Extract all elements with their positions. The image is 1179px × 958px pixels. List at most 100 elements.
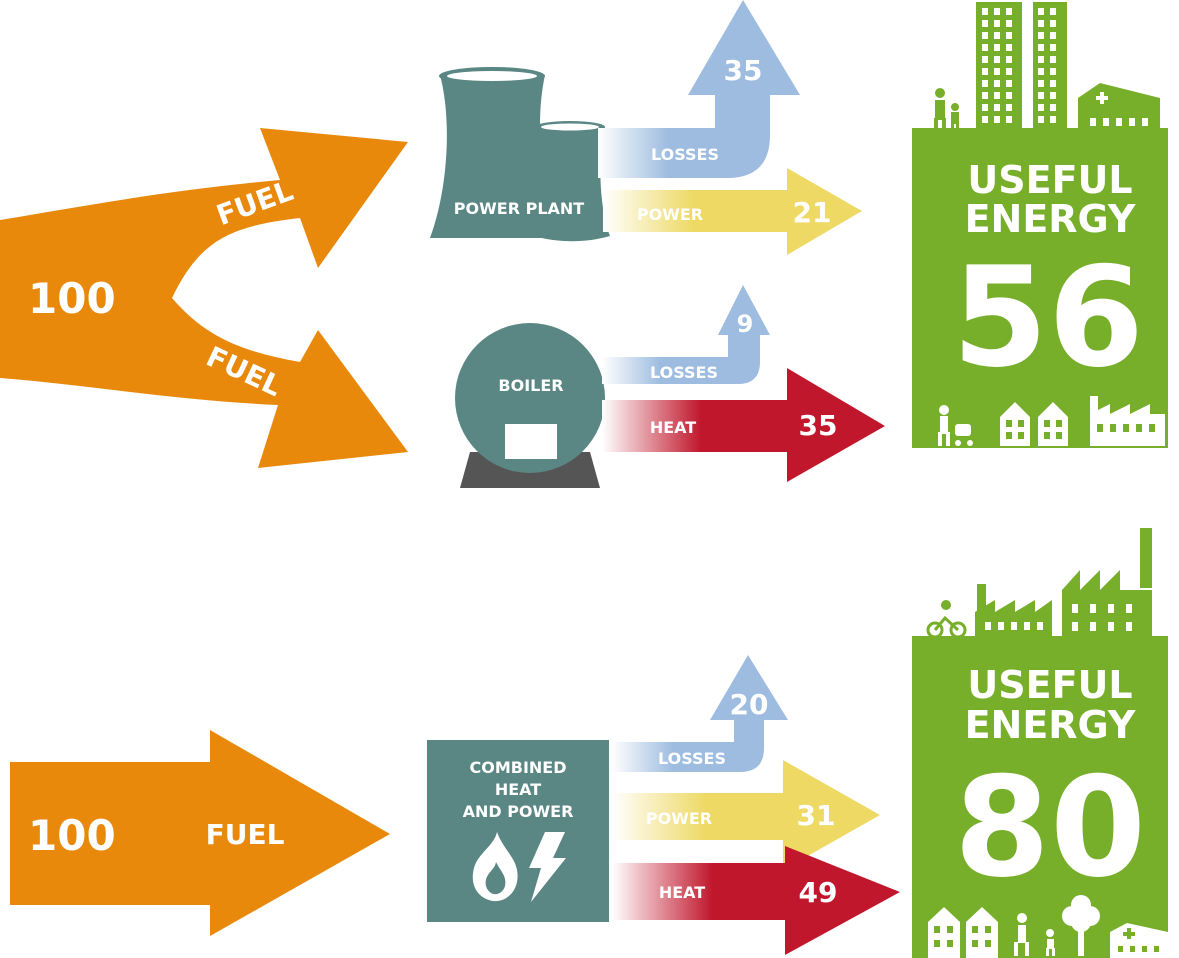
cyclist-icon <box>926 615 967 639</box>
bottom-fuel-arrow <box>10 730 390 936</box>
tower-window <box>982 104 988 111</box>
tower-window <box>994 92 1000 99</box>
tower-window <box>994 44 1000 51</box>
tower-window <box>982 80 988 87</box>
boiler-heat-value: 35 <box>799 409 838 442</box>
tower-window <box>1038 20 1044 27</box>
tower-window <box>1050 104 1056 111</box>
house-windows <box>1006 420 1062 439</box>
tower-window <box>994 68 1000 75</box>
tower-window <box>1006 68 1012 75</box>
tower-window <box>1038 56 1044 63</box>
boiler-losses-value: 9 <box>737 310 754 338</box>
lightning-icon <box>529 832 566 902</box>
top-useful-energy-panel <box>912 128 1168 448</box>
tower-window <box>1038 68 1044 75</box>
top-useful-value: 56 <box>952 237 1144 398</box>
tower-window <box>1050 92 1056 99</box>
tower-window <box>1038 80 1044 87</box>
bottom-useful-line2: ENERGY <box>965 703 1136 747</box>
boiler-heat-arrow <box>602 368 885 482</box>
tower-window <box>994 80 1000 87</box>
bottom-useful-value: 80 <box>954 747 1146 908</box>
tower-window <box>994 104 1000 111</box>
tower-window <box>1050 44 1056 51</box>
tower-window <box>982 116 988 123</box>
tower-window <box>994 56 1000 63</box>
tower-window <box>1006 104 1012 111</box>
tower-window <box>982 20 988 27</box>
tower-window <box>994 32 1000 39</box>
bottom-useful-energy-panel <box>912 636 1168 958</box>
cooling-towers-icon <box>430 67 610 242</box>
tower-window <box>1050 68 1056 75</box>
tower-window <box>1006 80 1012 87</box>
chp-losses-arrow <box>612 655 788 772</box>
fuel-fork-arrow <box>0 128 408 468</box>
tower-window <box>994 20 1000 27</box>
tower-window <box>1038 44 1044 51</box>
tower-window <box>982 56 988 63</box>
tower-window <box>1006 8 1012 15</box>
bottom-fuel-label: FUEL <box>206 818 285 851</box>
chp-heat-label: HEAT <box>659 883 705 902</box>
power-plant-losses-label: LOSSES <box>651 145 719 164</box>
tower-window <box>982 92 988 99</box>
tower-window <box>1006 20 1012 27</box>
tower-windows <box>982 8 1056 123</box>
tower-window <box>1006 92 1012 99</box>
power-plant-losses-arrow <box>598 0 800 178</box>
tower-window <box>1006 116 1012 123</box>
boiler-losses-arrow <box>602 285 770 384</box>
bottom-useful-energy-block: USEFUL ENERGY 80 <box>912 528 1168 958</box>
chp-heat-arrow <box>612 846 900 955</box>
boiler-icon <box>455 323 605 488</box>
tower-window <box>1050 8 1056 15</box>
power-plant-power-arrow <box>603 168 862 255</box>
chp-power-value: 31 <box>797 799 836 832</box>
chp-power-arrow <box>612 760 880 870</box>
top-fuel-total: 100 <box>28 274 116 323</box>
chp-label-line1: COMBINED <box>469 758 566 777</box>
power-plant-power-label: POWER <box>637 205 703 224</box>
bottom-fuel-total: 100 <box>28 811 116 860</box>
factory-windows <box>1097 424 1155 432</box>
chp-label-line2: HEAT <box>495 780 541 799</box>
factories-windows <box>985 604 1132 631</box>
tower-window <box>1038 32 1044 39</box>
tower-window <box>1006 44 1012 51</box>
tower-window <box>1006 32 1012 39</box>
cyclist-head <box>941 600 951 610</box>
chp-box <box>427 740 609 922</box>
power-plant-label: POWER PLANT <box>454 199 584 218</box>
tower-window <box>1050 116 1056 123</box>
top-useful-line2: ENERGY <box>965 197 1136 241</box>
power-plant-losses-value: 35 <box>724 54 763 87</box>
hospital-icon <box>1078 83 1160 132</box>
tower-window <box>982 44 988 51</box>
top-useful-energy-block: USEFUL ENERGY 56 <box>912 2 1168 448</box>
tower-window <box>1050 80 1056 87</box>
tower-window <box>994 8 1000 15</box>
tower-window <box>982 32 988 39</box>
tower-window <box>982 8 988 15</box>
tower-window <box>994 116 1000 123</box>
tree-icon <box>1062 895 1100 956</box>
chp-label-line3: AND POWER <box>463 802 574 821</box>
tower-window <box>1038 8 1044 15</box>
boiler-label: BOILER <box>498 376 563 395</box>
tower-window <box>1038 104 1044 111</box>
tower-window <box>1038 116 1044 123</box>
hospital-icon <box>1110 923 1168 958</box>
boiler-losses-label: LOSSES <box>650 363 718 382</box>
tower-window <box>1006 56 1012 63</box>
family-icon <box>934 88 959 130</box>
bottom-useful-line1: USEFUL <box>967 663 1132 707</box>
flame-icon <box>472 832 518 902</box>
power-plant-power-value: 21 <box>793 196 832 229</box>
walking-people-icon <box>1014 913 1055 956</box>
tower-window <box>1050 20 1056 27</box>
top-useful-line1: USEFUL <box>967 158 1132 202</box>
house-windows <box>934 926 991 947</box>
